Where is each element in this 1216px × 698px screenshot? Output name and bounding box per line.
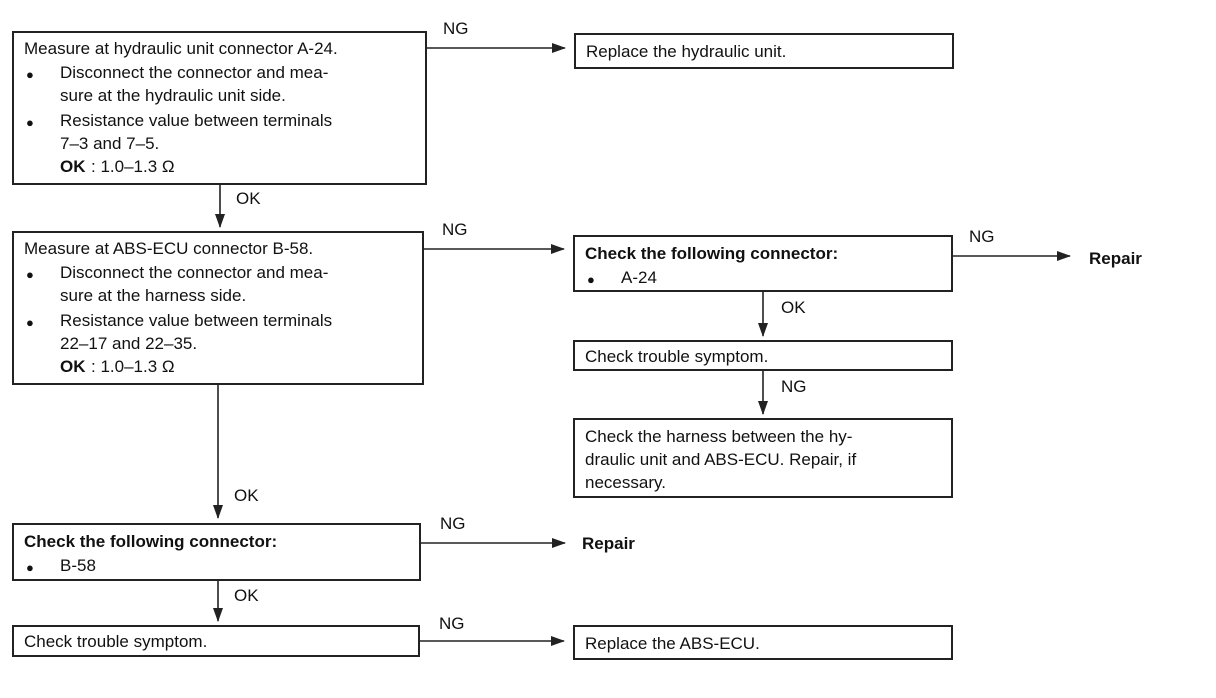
label-ng: NG <box>969 227 995 246</box>
label-ng: NG <box>443 19 469 38</box>
step-replace-abs-ecu: Replace the ABS-ECU. <box>573 625 953 660</box>
step-measure-abs-ecu-connector: Measure at ABS-ECU connector B-58. ● Dis… <box>12 231 424 385</box>
bullet-text-cont: 22–17 and 22–35. <box>60 334 198 353</box>
ok-criteria-key: OK <box>60 157 86 176</box>
label-ok: OK <box>236 189 261 208</box>
step-text-line-3: necessary. <box>585 473 666 492</box>
bullet-icon: ● <box>26 267 34 282</box>
step-text-line-1: Check the harness between the hy- <box>585 427 853 446</box>
label-ok: OK <box>234 586 259 605</box>
step-check-trouble-symptom-1: Check trouble symptom. <box>573 340 953 371</box>
step-text-line-2: draulic unit and ABS-ECU. Repair, if <box>585 450 857 469</box>
connector-item: B-58 <box>60 556 96 575</box>
bullet-text-cont: sure at the hydraulic unit side. <box>60 86 286 105</box>
bullet-icon: ● <box>587 272 595 287</box>
label-ok: OK <box>781 298 806 317</box>
bullet-text: Disconnect the connector and mea- <box>60 263 329 282</box>
step-title: Check the following connector: <box>24 532 278 551</box>
bullet-text: Resistance value between terminals <box>60 111 333 130</box>
bullet-icon: ● <box>26 560 34 575</box>
step-check-connector-a24: Check the following connector: ● A-24 <box>573 235 953 292</box>
ok-criteria-key: OK <box>60 357 86 376</box>
bullet-icon: ● <box>26 315 34 330</box>
bullet-text-cont: 7–3 and 7–5. <box>60 134 160 153</box>
step-text: Check trouble symptom. <box>585 347 769 366</box>
outcome-repair: Repair <box>582 534 635 553</box>
step-title: Measure at ABS-ECU connector B-58. <box>24 239 314 258</box>
bullet-text: Disconnect the connector and mea- <box>60 63 329 82</box>
step-title: Measure at hydraulic unit connector A-24… <box>24 39 338 58</box>
step-check-harness: Check the harness between the hy- drauli… <box>573 418 953 498</box>
ok-criteria-value: : 1.0–1.3 Ω <box>91 157 175 176</box>
label-ng: NG <box>440 514 466 533</box>
label-ng: NG <box>439 614 465 633</box>
bullet-icon: ● <box>26 115 34 130</box>
step-measure-hydraulic-connector: Measure at hydraulic unit connector A-24… <box>12 31 427 185</box>
step-text: Replace the hydraulic unit. <box>586 42 787 61</box>
step-check-connector-b58: Check the following connector: ● B-58 <box>12 523 421 581</box>
step-check-trouble-symptom-2: Check trouble symptom. <box>12 625 420 657</box>
step-title: Check the following connector: <box>585 244 839 263</box>
outcome-repair: Repair <box>1089 249 1142 268</box>
step-text: Check trouble symptom. <box>24 632 208 651</box>
label-ng: NG <box>781 377 807 396</box>
bullet-icon: ● <box>26 67 34 82</box>
step-text: Replace the ABS-ECU. <box>585 634 760 653</box>
label-ok: OK <box>234 486 259 505</box>
step-replace-hydraulic-unit: Replace the hydraulic unit. <box>574 33 954 69</box>
connector-item: A-24 <box>621 268 657 287</box>
ok-criteria-value: : 1.0–1.3 Ω <box>91 357 175 376</box>
bullet-text: Resistance value between terminals <box>60 311 333 330</box>
label-ng: NG <box>442 220 468 239</box>
bullet-text-cont: sure at the harness side. <box>60 286 247 305</box>
